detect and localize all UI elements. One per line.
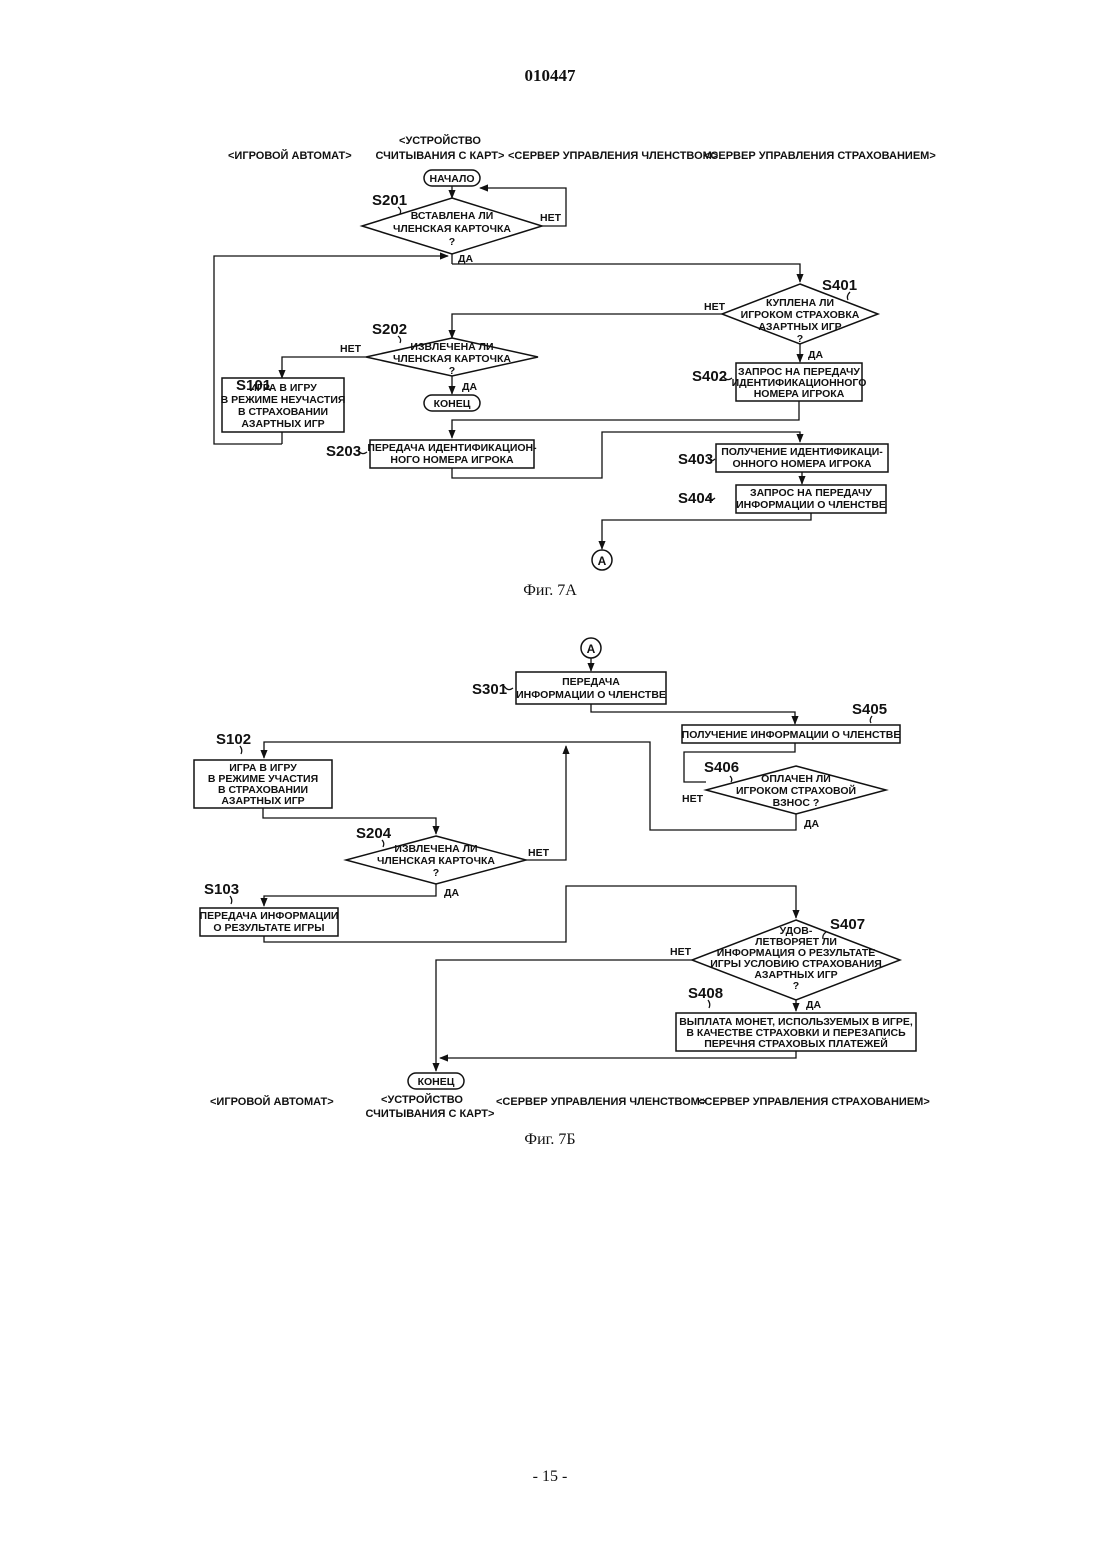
s401-line4: ? [797,333,803,345]
s201-no: НЕТ [540,212,562,224]
figure-7a-caption: Фиг. 7А [0,582,1100,600]
s405-label: S405 [852,701,887,718]
s301-line1: ПЕРЕДАЧА [562,676,620,688]
lane-card-reader-line2: СЧИТЫВАНИЯ С КАРТ> [376,150,505,162]
s406-line3: ВЗНОС ? [773,797,820,809]
figure-7b: А ПЕРЕДАЧА ИНФОРМАЦИИ О ЧЛЕНСТВЕ S301 ПО… [194,638,930,1120]
s405-line1: ПОЛУЧЕНИЕ ИНФОРМАЦИИ О ЧЛЕНСТВЕ [682,729,901,741]
s202-line2: ЧЛЕНСКАЯ КАРТОЧКА [393,353,511,365]
s407-yes: ДА [806,999,821,1011]
s406-no: НЕТ [682,793,704,805]
s401-line3: АЗАРТНЫХ ИГР [758,321,841,333]
end-label-7a: КОНЕЦ [434,398,471,410]
s403-label: S403 [678,451,713,468]
s202-line3: ? [449,365,455,377]
s204-no: НЕТ [528,847,550,859]
s406-label: S406 [704,759,739,776]
s203-label: S203 [326,443,361,460]
s204-line2: ЧЛЕНСКАЯ КАРТОЧКА [377,855,495,867]
s204-line3: ? [433,867,439,879]
s407-label: S407 [830,916,865,933]
s103-label: S103 [204,881,239,898]
s401-line1: КУПЛЕНА ЛИ [766,297,834,309]
s201-label: S201 [372,192,407,209]
connector-a-label-7a: А [598,554,607,568]
s101-line4: АЗАРТНЫХ ИГР [241,418,324,430]
s406-line1: ОПЛАЧЕН ЛИ [761,773,831,785]
lane-card-reader-line1: <УСТРОЙСТВО [399,134,481,147]
lane-card-reader-7b-line1: <УСТРОЙСТВО [381,1093,463,1106]
s401-line2: ИГРОКОМ СТРАХОВКА [741,309,860,321]
s408-label: S408 [688,985,723,1002]
s201-yes: ДА [458,253,473,265]
s401-label: S401 [822,277,857,294]
figure-7b-caption: Фиг. 7Б [0,1131,1100,1149]
s102-label: S102 [216,731,251,748]
s204-label: S204 [356,825,392,842]
s101-line3: В СТРАХОВАНИИ [238,406,328,418]
s402-line3: НОМЕРА ИГРОКА [754,388,845,400]
lane-insurance-server: <СЕРВЕР УПРАВЛЕНИЯ СТРАХОВАНИЕМ> [704,150,936,162]
s101-line2: В РЕЖИМЕ НЕУЧАСТИЯ [221,394,346,406]
s404-line2: ИНФОРМАЦИИ О ЧЛЕНСТВЕ [736,499,886,511]
s301-line2: ИНФОРМАЦИИ О ЧЛЕНСТВЕ [516,689,666,701]
s202-label: S202 [372,321,407,338]
s202-line1: ИЗВЛЕЧЕНА ЛИ [410,341,493,353]
lane-slot-machine: <ИГРОВОЙ АВТОМАТ> [228,149,352,162]
s201-line2: ЧЛЕНСКАЯ КАРТОЧКА [393,223,511,235]
s406-yes: ДА [804,818,819,830]
s404-line1: ЗАПРОС НА ПЕРЕДАЧУ [750,487,872,499]
s201-line3: ? [449,236,455,248]
s407-line6: ? [793,980,799,992]
lane-membership-server: <СЕРВЕР УПРАВЛЕНИЯ ЧЛЕНСТВОМ> [508,150,718,162]
s301-label: S301 [472,681,507,698]
page-number: - 15 - [0,1468,1100,1486]
lane-insurance-server-7b: <СЕРВЕР УПРАВЛЕНИЯ СТРАХОВАНИЕМ> [698,1096,930,1108]
s404-label: S404 [678,490,714,507]
lane-card-reader-7b-line2: СЧИТЫВАНИЯ С КАРТ> [366,1108,495,1120]
s406-line2: ИГРОКОМ СТРАХОВОЙ [736,784,856,797]
s204-yes: ДА [444,887,459,899]
s403-line2: ОННОГО НОМЕРА ИГРОКА [732,458,871,470]
s201-line1: ВСТАВЛЕНА ЛИ [411,210,494,222]
start-label: НАЧАЛО [430,173,475,185]
s102-line4: АЗАРТНЫХ ИГР [221,795,304,807]
lane-slot-machine-7b: <ИГРОВОЙ АВТОМАТ> [210,1095,334,1108]
figure-7a: <ИГРОВОЙ АВТОМАТ> <УСТРОЙСТВО СЧИТЫВАНИЯ… [214,134,936,570]
lane-membership-server-7b: <СЕРВЕР УПРАВЛЕНИЯ ЧЛЕНСТВОМ> [496,1096,706,1108]
s401-no: НЕТ [704,301,726,313]
s103-line1: ПЕРЕДАЧА ИНФОРМАЦИИ [200,910,339,922]
s202-yes: ДА [462,381,477,393]
s401-yes: ДА [808,349,823,361]
s101-label: S101 [236,377,271,394]
s403-line1: ПОЛУЧЕНИЕ ИДЕНТИФИКАЦИ- [721,446,883,458]
s407-no: НЕТ [670,946,692,958]
end-label-7b: КОНЕЦ [418,1076,455,1088]
s103-line2: О РЕЗУЛЬТАТЕ ИГРЫ [213,922,324,934]
s408-line3: ПЕРЕЧНЯ СТРАХОВЫХ ПЛАТЕЖЕЙ [704,1037,888,1050]
s204-line1: ИЗВЛЕЧЕНА ЛИ [394,843,477,855]
s203-line1: ПЕРЕДАЧА ИДЕНТИФИКАЦИОН- [367,442,537,454]
connector-a-label-7b: А [587,642,596,656]
s203-line2: НОГО НОМЕРА ИГРОКА [390,454,514,466]
s402-label: S402 [692,368,727,385]
s202-no: НЕТ [340,343,362,355]
